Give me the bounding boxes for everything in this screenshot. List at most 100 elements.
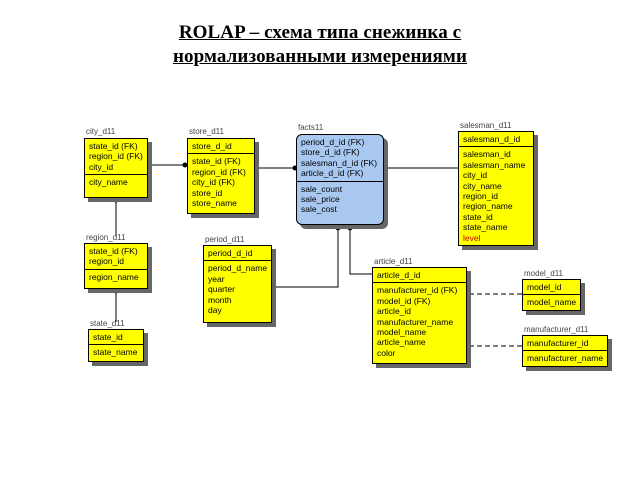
entity-field: article_d_id (FK) xyxy=(301,168,364,179)
entity-field: manufacturer_name xyxy=(527,353,604,364)
article-pk-section: article_d_id xyxy=(373,268,466,284)
entity-field: store_d_id (FK) xyxy=(301,147,360,158)
link-period-facts xyxy=(272,228,339,288)
salesman-pk-section: salesman_d_id xyxy=(459,132,533,148)
entity-field: period_d_id xyxy=(208,248,253,258)
entity-field: store_d_id xyxy=(192,141,232,151)
entity-field: region_id xyxy=(463,191,498,202)
store-attr-section: state_id (FK)region_id (FK)city_id (FK)s… xyxy=(188,154,254,210)
entity-field: color xyxy=(377,347,396,358)
entity-field: region_id xyxy=(89,256,124,267)
store-entity[interactable]: store_d_id state_id (FK)region_id (FK)ci… xyxy=(187,138,255,214)
entity-field: city_id xyxy=(89,161,114,172)
entity-field: salesman_d_id (FK) xyxy=(301,157,378,168)
entity-field: article_d_id xyxy=(377,270,421,280)
state-entity-label: state_d11 xyxy=(90,319,125,328)
city-pk-section: state_id (FK)region_id (FK)city_id xyxy=(85,139,147,176)
facts-pk-section: period_d_id (FK)store_d_id (FK)salesman_… xyxy=(297,135,383,182)
article-entity-label: article_d11 xyxy=(374,257,413,266)
entity-field: sale_price xyxy=(301,194,340,205)
city-attr-section: city_name xyxy=(85,175,147,189)
article-entity[interactable]: article_d_id manufacturer_id (FK)model_i… xyxy=(372,267,467,364)
entity-field: store_name xyxy=(192,198,237,209)
entity-field: salesman_id xyxy=(463,149,511,160)
manufacturer-entity[interactable]: manufacturer_id manufacturer_name xyxy=(522,335,608,367)
model-pk-section: model_id xyxy=(523,280,580,296)
entity-field: month xyxy=(208,294,232,305)
entity-field: state_id xyxy=(93,332,123,342)
entity-field: quarter xyxy=(208,284,235,295)
entity-field: model_name xyxy=(377,327,427,338)
city-entity-label: city_d11 xyxy=(86,127,116,136)
manufacturer-pk-section: manufacturer_id xyxy=(523,336,607,352)
entity-field: city_id (FK) xyxy=(192,177,235,188)
entity-field: article_name xyxy=(377,337,426,348)
entity-field: store_id xyxy=(192,187,223,198)
entity-field: state_id xyxy=(463,211,493,222)
store-entity-label: store_d11 xyxy=(189,127,224,136)
state-pk-section: state_id xyxy=(89,330,143,346)
state-entity[interactable]: state_id state_name xyxy=(88,329,144,362)
entity-field: region_id (FK) xyxy=(89,151,143,162)
entity-field: city_name xyxy=(89,177,128,188)
entity-field: region_name xyxy=(89,271,139,282)
entity-field: year xyxy=(208,273,225,284)
entity-field: model_id (FK) xyxy=(377,295,431,306)
salesman-level-attr: level xyxy=(463,232,481,243)
entity-field: state_id (FK) xyxy=(89,141,138,151)
link-state-region-end xyxy=(113,288,119,294)
salesman-entity-label: salesman_d11 xyxy=(460,121,512,130)
entity-field: salesman_name xyxy=(463,159,526,170)
region-attr-section: region_name xyxy=(85,270,147,284)
entity-field: region_name xyxy=(463,201,513,212)
entity-field: city_name xyxy=(463,180,502,191)
entity-field: salesman_d_id xyxy=(463,134,521,144)
entity-field: manufacturer_id xyxy=(527,338,589,348)
period-entity-label: period_d11 xyxy=(205,235,245,244)
entity-field: model_id xyxy=(527,282,562,292)
entity-field: manufacturer_name xyxy=(377,316,454,327)
city-entity[interactable]: state_id (FK)region_id (FK)city_id city_… xyxy=(84,138,148,198)
state-attr-section: state_name xyxy=(89,345,143,359)
entity-field: sale_count xyxy=(301,183,343,194)
model-attr-section: model_name xyxy=(523,295,580,309)
link-region-city-end xyxy=(113,197,119,203)
entity-field: region_id (FK) xyxy=(192,166,246,177)
link-period-facts-end xyxy=(335,225,341,231)
model-entity[interactable]: model_id model_name xyxy=(522,279,581,311)
entity-field: period_d_name xyxy=(208,263,268,274)
region-entity-label: region_d11 xyxy=(86,233,126,242)
link-city-store-end xyxy=(182,162,188,168)
manufacturer-entity-label: manufacturer_d11 xyxy=(524,325,589,334)
entity-field: state_id (FK) xyxy=(192,156,241,167)
manufacturer-attr-section: manufacturer_name xyxy=(523,351,607,365)
entity-field: city_id xyxy=(463,170,488,181)
link-article-facts xyxy=(349,228,372,275)
entity-field: state_id (FK) xyxy=(89,246,138,256)
model-entity-label: model_d11 xyxy=(524,269,563,278)
entity-field: article_id xyxy=(377,306,412,317)
entity-field: manufacturer_id (FK) xyxy=(377,285,458,296)
period-pk-section: period_d_id xyxy=(204,246,271,262)
entity-field: sale_cost xyxy=(301,204,337,215)
region-entity[interactable]: state_id (FK)region_id region_name xyxy=(84,243,148,289)
entity-field: period_d_id (FK) xyxy=(301,137,365,147)
entity-field: state_name xyxy=(93,347,138,358)
store-pk-section: store_d_id xyxy=(188,139,254,155)
facts-entity-label: facts11 xyxy=(298,123,324,132)
article-attr-section: manufacturer_id (FK)model_id (FK)article… xyxy=(373,283,466,360)
entity-field: model_name xyxy=(527,297,577,308)
region-pk-section: state_id (FK)region_id xyxy=(85,244,147,270)
entity-field: day xyxy=(208,305,222,316)
diagram-title-line-1: ROLAP – схема типа снежинка с xyxy=(178,22,462,43)
facts-entity[interactable]: period_d_id (FK)store_d_id (FK)salesman_… xyxy=(296,134,384,225)
entity-field: state_name xyxy=(463,222,508,233)
link-article-facts-end xyxy=(347,225,353,231)
diagram-title-line-2: нормализованными измерениями xyxy=(172,46,468,67)
